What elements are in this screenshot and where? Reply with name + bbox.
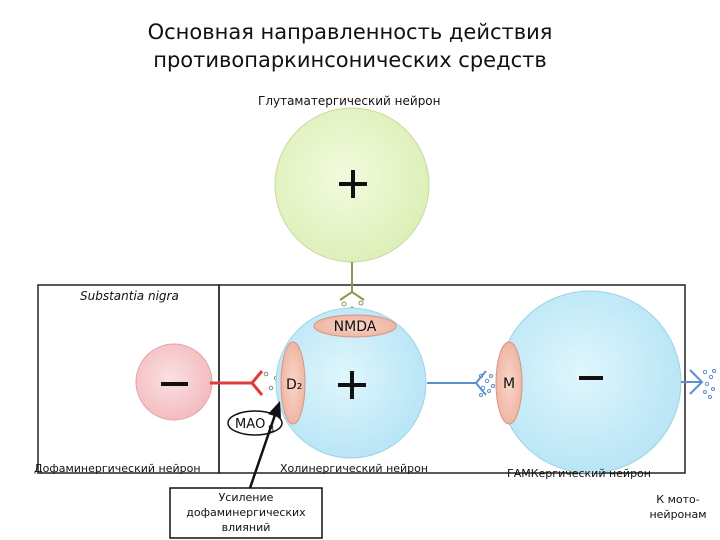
d2-label: D₂	[286, 377, 302, 393]
diagram-title: Основная направленность действия противо…	[0, 18, 700, 74]
gabaergic-terminal	[689, 369, 704, 395]
note-box-text: Усиление дофаминергических влияний	[170, 490, 322, 535]
output-line-2: нейронам	[649, 508, 707, 521]
mao-subscript: В	[268, 425, 274, 435]
output-label: К мото- нейронам	[640, 492, 716, 522]
gabaergic-neuron-label: ГАМКергический нейрон	[507, 467, 651, 480]
title-line-2: противопаркинсонических средств	[153, 48, 547, 72]
note-line-3: влияний	[221, 521, 271, 534]
enhancement-arrow-head	[268, 401, 281, 418]
mao-label: МАО	[235, 417, 265, 432]
output-line-1: К мото-	[656, 493, 700, 506]
glutamatergic-plus-sign	[339, 170, 367, 198]
nmda-label: NMDA	[334, 319, 377, 335]
note-box-frame	[169, 487, 323, 539]
gabaergic-neuron-body	[498, 290, 682, 474]
glutamatergic-terminal	[339, 290, 365, 301]
gaba-vesicles	[702, 369, 716, 399]
cholinergic-plus-sign	[338, 371, 366, 399]
m-label: M	[503, 376, 515, 392]
substantia-nigra-label: Substantia nigra	[80, 289, 179, 303]
striatum-frame	[218, 284, 686, 474]
title-line-1: Основная направленность действия	[147, 20, 553, 44]
mao-b-ellipse	[227, 410, 283, 436]
nmda-receptor	[313, 314, 397, 338]
d2-receptor	[280, 341, 306, 425]
cholinergic-neuron-label: Холинергический нейрон	[280, 462, 429, 475]
dopaminergic-neuron-label: Дофаминергический нейрон	[34, 462, 201, 475]
note-line-2: дофаминергических	[186, 506, 306, 519]
m-receptor	[495, 341, 523, 425]
enhancement-arrow-line	[248, 411, 278, 489]
acetylcholine-vesicles	[478, 373, 495, 397]
glutamatergic-neuron-label: Глутаматергический нейрон	[258, 94, 441, 108]
dopaminergic-terminal	[250, 370, 264, 396]
note-line-1: Усиление	[218, 491, 274, 504]
